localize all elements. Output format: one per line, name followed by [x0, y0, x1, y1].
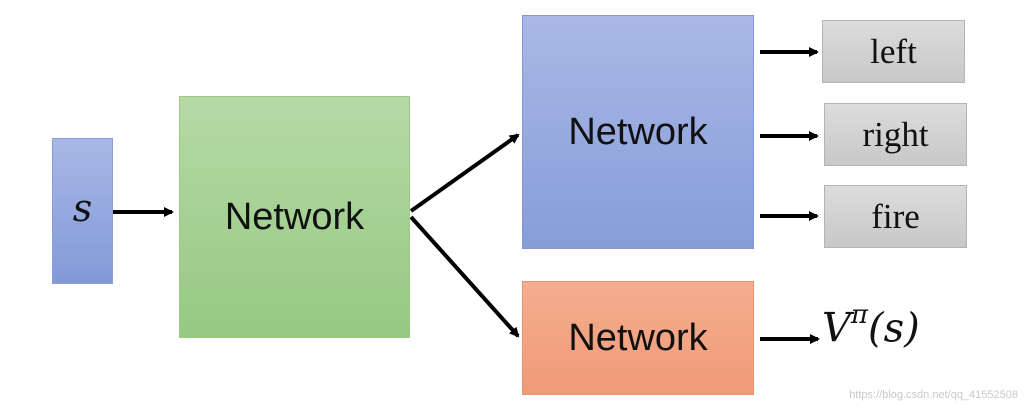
- action-left-box: left: [822, 20, 965, 83]
- value-policy-superscript: π: [850, 300, 868, 330]
- action-fire-box: fire: [824, 185, 967, 248]
- action-right-label: right: [862, 114, 929, 154]
- value-symbol: V: [822, 305, 851, 352]
- value-argument: (s): [867, 305, 920, 352]
- arrow-shared-to-critic: [409, 215, 520, 338]
- action-fire-label: fire: [871, 196, 920, 236]
- shared-network-box: Network: [179, 96, 410, 338]
- action-right-box: right: [824, 103, 967, 166]
- critic-network-box: Network: [522, 281, 754, 395]
- input-state-label: s: [72, 186, 93, 230]
- action-left-label: left: [870, 31, 917, 71]
- shared-network-label: Network: [224, 195, 365, 238]
- critic-network-label: Network: [568, 316, 708, 359]
- value-function-output: Vπ(s): [822, 300, 920, 352]
- input-state-box: s: [52, 138, 113, 284]
- arrow-shared-to-actor: [409, 133, 520, 213]
- actor-network-box: Network: [522, 15, 754, 249]
- actor-network-label: Network: [568, 110, 708, 153]
- watermark: https://blog.csdn.net/qq_41552508: [849, 389, 1018, 401]
